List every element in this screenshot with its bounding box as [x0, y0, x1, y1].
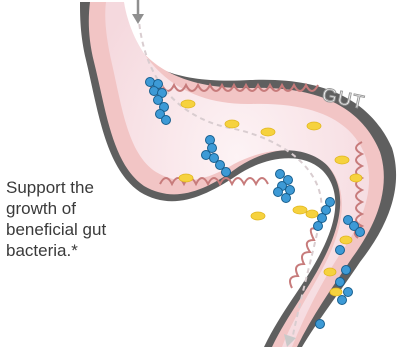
- entry-arrow-head: [132, 14, 144, 24]
- blue-bacterium: [316, 320, 325, 329]
- yellow-bacterium: [179, 174, 193, 182]
- yellow-bacterium: [330, 288, 342, 296]
- blue-bacterium: [336, 246, 345, 255]
- caption-line-1: Support the: [6, 177, 166, 198]
- blue-bacterium: [336, 278, 345, 287]
- yellow-bacterium: [251, 212, 265, 220]
- yellow-bacterium: [335, 156, 349, 164]
- yellow-bacterium: [324, 268, 336, 276]
- blue-bacterium: [338, 296, 347, 305]
- caption-line-2: growth of: [6, 198, 166, 219]
- yellow-bacterium: [261, 128, 275, 136]
- caption: Support the growth of beneficial gut bac…: [6, 177, 166, 261]
- caption-line-4: bacteria.*: [6, 240, 166, 261]
- yellow-bacterium: [225, 120, 239, 128]
- yellow-bacterium: [350, 174, 362, 182]
- yellow-bacterium: [306, 210, 318, 218]
- blue-bacteria-cluster: [274, 170, 295, 203]
- yellow-bacterium: [181, 100, 195, 108]
- yellow-bacterium: [307, 122, 321, 130]
- blue-bacterium: [344, 288, 353, 297]
- yellow-bacterium: [340, 236, 352, 244]
- blue-bacterium: [342, 266, 351, 275]
- yellow-bacterium: [293, 206, 307, 214]
- caption-line-3: beneficial gut: [6, 219, 166, 240]
